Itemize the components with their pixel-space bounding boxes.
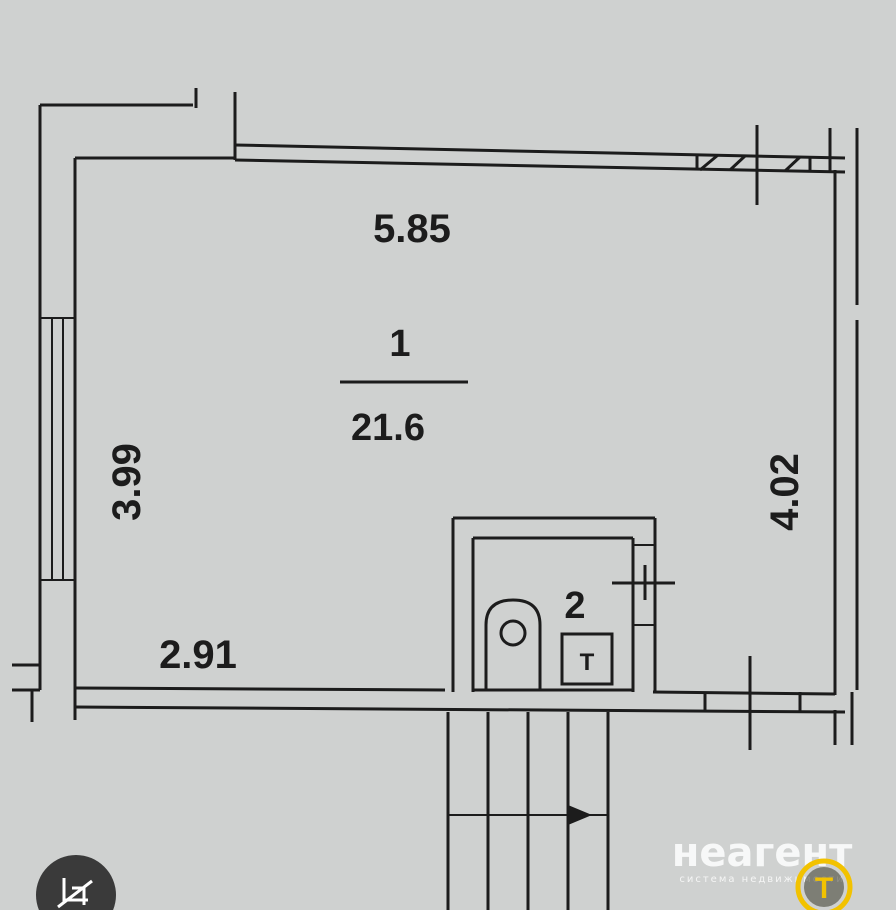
window-left [39,317,76,581]
inner-bottom-wall-right [652,690,836,696]
inner-top-wall [234,158,846,174]
dimension-right: 4.02 [763,453,807,531]
outer-bottom-wall [74,705,846,714]
rotate-crop-icon [57,878,93,909]
window-top-right-hatch [728,154,747,172]
toilet-fixture [484,598,542,690]
window-top-right-hatch [783,155,802,173]
dimension-top: 5.85 [373,207,451,251]
walls [12,88,859,910]
crop-button[interactable] [36,855,116,910]
room-number-bath: 2 [564,585,585,627]
window-top-right-hatch [699,153,719,172]
water-heater-fixture: T [560,632,614,686]
fixture-label: T [580,649,595,676]
watermark-tagline: система недвижимости [679,874,844,885]
watermark-badge-letter: T [815,872,833,905]
crop-button-bg[interactable] [36,855,116,910]
toilet-bowl-outline [484,598,542,690]
watermark-badge-fill [804,867,844,907]
stair-arrow-icon [568,805,592,825]
room-area-main: 21.6 [351,407,425,449]
inner-bottom-wall-left [74,686,446,692]
watermark-badge-icon [795,858,853,910]
room-number-main: 1 [389,323,410,365]
toilet-bowl-icon [499,619,527,647]
watermark: неагент система недвижимости T [672,830,853,910]
dimension-left: 3.99 [105,443,149,521]
water-heater-box [560,632,614,686]
dimension-bottom-left: 2.91 [159,633,237,677]
